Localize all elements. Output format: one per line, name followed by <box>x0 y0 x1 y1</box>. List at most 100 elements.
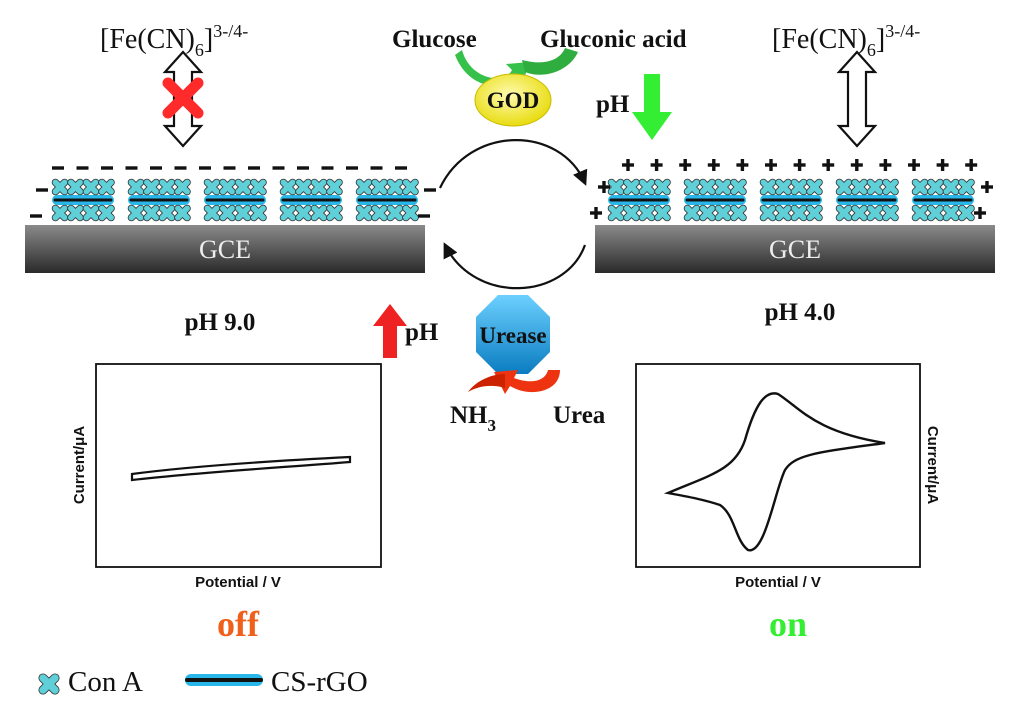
right-probe-superscript: 3-/4- <box>885 21 920 41</box>
right-redox-probe: [Fe(CN)6]3-/4- <box>772 21 920 148</box>
con-a-molecule <box>638 178 656 196</box>
right-cv-curve <box>663 392 886 552</box>
con-a-molecule <box>310 178 328 196</box>
positive-charge-icon <box>908 159 920 171</box>
con-a-molecule <box>203 204 221 222</box>
cs-rgo-sheet <box>280 195 342 205</box>
con-a-molecule <box>775 178 792 196</box>
con-a-molecule <box>355 178 373 196</box>
right-cv-plot: Current/μA Potential / V <box>635 363 941 591</box>
con-a-molecule <box>759 178 777 196</box>
on-state-label: on <box>769 604 807 644</box>
con-a-molecule <box>98 204 115 222</box>
right-ph-label: pH 4.0 <box>765 299 836 326</box>
con-a-molecule <box>127 204 145 222</box>
con-a-molecule <box>866 204 884 222</box>
left-probe-main: [Fe(CN) <box>100 24 195 55</box>
con-a-molecule <box>806 204 823 222</box>
positive-charge-icon <box>793 159 806 171</box>
con-a-molecule <box>51 178 69 196</box>
positive-charge-icon <box>650 159 663 171</box>
legend-cs-rgo-label: CS-rGO <box>271 666 368 698</box>
con-a-molecule <box>371 204 388 222</box>
cs-rgo-sheet <box>128 195 190 205</box>
positive-charge-icon <box>965 159 978 171</box>
nh3-arrow-tail <box>468 374 505 392</box>
left-cv-plot: Current/μA Potential / V <box>71 363 382 591</box>
con-a-molecule <box>295 178 312 196</box>
nh3-subscript: 3 <box>488 416 497 435</box>
cs-rgo-sheet <box>204 195 266 205</box>
left-plot-xlabel: Potential / V <box>195 574 281 591</box>
left-plot-ylabel: Current/μA <box>71 426 88 505</box>
svg-text:NH3: NH3 <box>450 402 496 435</box>
con-a-molecule <box>942 178 960 196</box>
con-a-molecule <box>927 178 944 196</box>
blocked-cross-icon <box>162 77 204 119</box>
ph-label-bottom: pH <box>405 319 439 346</box>
con-a-molecule <box>683 178 701 196</box>
con-a-molecule <box>714 178 732 196</box>
positive-charge-icon <box>974 207 986 219</box>
con-a-molecule <box>790 204 808 222</box>
con-a-molecule <box>158 204 176 222</box>
left-electrode-assembly: GCE <box>25 166 436 273</box>
urease-label: Urease <box>479 323 546 348</box>
positive-charge-icon <box>936 159 949 171</box>
positive-charge-icon <box>879 159 892 171</box>
con-a-molecule <box>402 178 419 196</box>
con-a-molecule <box>371 178 388 196</box>
con-a-molecule <box>143 204 160 222</box>
right-plot-ylabel: Current/μA <box>924 426 941 505</box>
con-a-molecule <box>775 204 792 222</box>
con-a-molecule <box>51 204 69 222</box>
svg-text:[Fe(CN)6]3-/4-: [Fe(CN)6]3-/4- <box>772 21 920 60</box>
ph-down-arrow <box>632 74 672 140</box>
con-a-molecule <box>386 204 404 222</box>
right-probe-close: ] <box>876 24 885 55</box>
cs-rgo-sheet <box>836 195 898 205</box>
con-a-molecule <box>250 204 267 222</box>
glucose-label: Glucose <box>392 26 477 53</box>
con-a-molecule <box>326 204 343 222</box>
left-gce-label: GCE <box>199 235 251 264</box>
reverse-transition-arrow <box>443 242 587 290</box>
con-a-molecule <box>67 178 84 196</box>
con-a-molecule <box>98 178 115 196</box>
ph-label-top: pH <box>596 91 630 118</box>
con-a-molecule <box>958 178 975 196</box>
positive-charge-icon <box>736 159 749 171</box>
left-probe-superscript: 3-/4- <box>213 21 248 41</box>
con-a-molecule <box>759 204 777 222</box>
positive-charge-icon <box>707 159 720 171</box>
con-a-molecule <box>638 204 656 222</box>
cs-rgo-sheet <box>760 195 822 205</box>
right-plot-frame <box>635 363 921 568</box>
con-a-molecule <box>882 204 899 222</box>
legend-con-a-icon <box>38 673 60 695</box>
forward-transition-arrow <box>439 139 588 189</box>
left-gce-electrode <box>25 225 425 273</box>
con-a-molecule <box>234 204 252 222</box>
con-a-molecule <box>234 178 252 196</box>
right-probe-main: [Fe(CN) <box>772 24 867 55</box>
left-redox-probe: [Fe(CN)6]3-/4- <box>100 21 248 148</box>
con-a-molecule <box>355 204 373 222</box>
gluconic-acid-label: Gluconic acid <box>540 26 687 53</box>
con-a-molecule <box>942 204 960 222</box>
positive-charge-icon <box>765 159 777 171</box>
con-a-molecule <box>127 178 145 196</box>
right-probe-subscript: 6 <box>867 40 876 60</box>
con-a-molecule <box>730 204 747 222</box>
con-a-molecule <box>82 204 100 222</box>
con-a-molecule <box>82 178 100 196</box>
positive-charge-icon <box>850 159 863 171</box>
cs-rgo-sheet <box>356 195 418 205</box>
god-enzyme <box>474 73 552 127</box>
con-a-molecule <box>219 204 236 222</box>
positive-charge-icon <box>590 207 602 219</box>
con-a-molecule <box>386 178 404 196</box>
con-a-molecule <box>806 178 823 196</box>
